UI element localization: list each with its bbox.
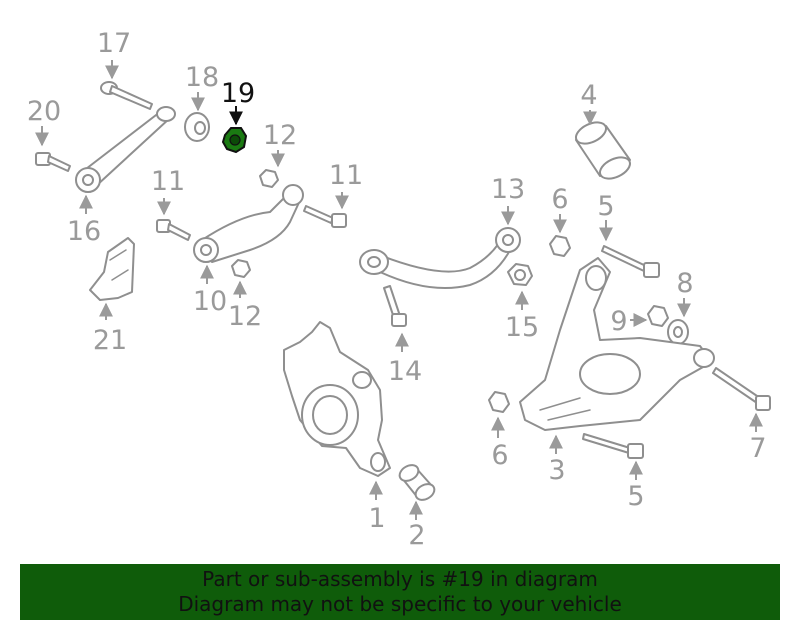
callout-13: 13 — [491, 174, 525, 205]
callout-11-right: 11 — [329, 160, 363, 191]
callout-6-upper: 6 — [551, 184, 568, 215]
callout-12-lower: 12 — [228, 301, 262, 332]
part-4-bushing[interactable] — [573, 118, 634, 183]
callout-16: 16 — [67, 216, 101, 247]
part-20-bolt[interactable] — [35, 152, 71, 172]
callout-1: 1 — [368, 503, 385, 534]
part-6-nut-upper[interactable] — [549, 235, 571, 257]
part-14-bolt[interactable] — [383, 285, 407, 327]
callout-5-lower: 5 — [627, 481, 644, 512]
callout-14: 14 — [388, 356, 422, 387]
part-17-bolt[interactable] — [100, 81, 153, 110]
part-8-washer[interactable] — [667, 319, 689, 345]
part-12-nut-upper[interactable] — [259, 169, 279, 188]
part-11-bolt-left[interactable] — [156, 219, 191, 241]
part-1-knuckle[interactable] — [283, 321, 391, 477]
part-7-bolt[interactable] — [712, 367, 771, 411]
callout-17: 17 — [97, 28, 131, 59]
part-9-nut[interactable] — [647, 305, 669, 327]
callout-9: 9 — [610, 306, 627, 337]
callout-12-upper: 12 — [263, 120, 297, 151]
callout-7: 7 — [749, 433, 766, 464]
info-banner: Part or sub-assembly is #19 in diagram D… — [20, 564, 780, 620]
callout-5-upper: 5 — [597, 191, 614, 222]
part-10-upper-arm[interactable] — [193, 184, 304, 263]
leader-arrows — [35, 60, 763, 520]
callout-21: 21 — [93, 325, 127, 356]
part-12-nut-lower[interactable] — [231, 259, 251, 278]
part-13-toe-link[interactable] — [359, 227, 521, 290]
part-16-link-arm[interactable] — [75, 106, 176, 193]
part-11-bolt-right[interactable] — [303, 205, 347, 228]
part-2-bushing[interactable] — [397, 462, 437, 503]
part-3-lower-arm[interactable] — [519, 257, 715, 431]
part-19-nut-highlighted[interactable] — [221, 127, 248, 154]
callout-10: 10 — [193, 286, 227, 317]
callout-8: 8 — [676, 268, 693, 299]
banner-line-1: Part or sub-assembly is #19 in diagram — [202, 567, 598, 591]
callout-19: 19 — [221, 78, 255, 109]
part-5-bolt-upper[interactable] — [601, 245, 660, 278]
part-5-bolt-lower[interactable] — [582, 433, 644, 459]
callout-15: 15 — [505, 312, 539, 343]
part-6-nut-lower[interactable] — [488, 391, 510, 413]
callout-6-lower: 6 — [491, 440, 508, 471]
part-18-washer[interactable] — [184, 112, 210, 142]
callout-18: 18 — [185, 62, 219, 93]
part-21-shield[interactable] — [89, 237, 135, 301]
callout-4: 4 — [580, 80, 597, 111]
parts-diagram: 17 18 19 20 12 16 11 11 10 12 21 13 4 6 … — [27, 28, 771, 551]
part-15-nut[interactable] — [507, 263, 533, 286]
callout-2: 2 — [408, 520, 425, 551]
banner-line-2: Diagram may not be specific to your vehi… — [178, 592, 622, 616]
callout-3: 3 — [548, 455, 565, 486]
callout-20: 20 — [27, 96, 61, 127]
callout-11-left: 11 — [151, 166, 185, 197]
